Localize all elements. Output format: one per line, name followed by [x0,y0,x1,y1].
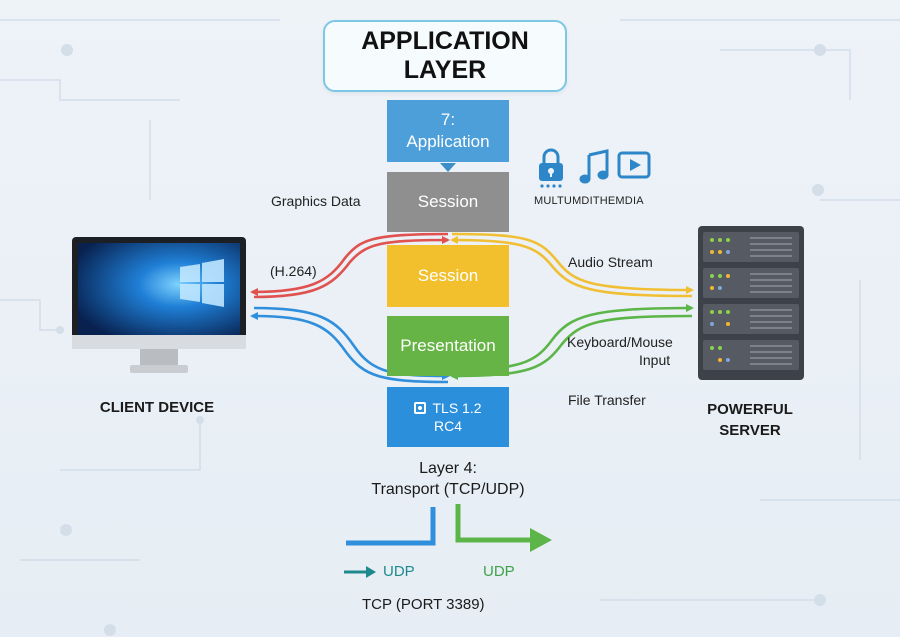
udp-label-left: UDP [383,563,415,580]
keyboard-mouse-input-label: Input [639,352,671,368]
down-arrow-icon [440,163,456,172]
tcp-port-label: TCP (PORT 3389) [362,596,485,613]
play-icon [617,151,651,179]
title-line-2: LAYER [403,56,487,84]
client-device-label: CLIENT DEVICE [99,399,215,416]
security-line-1: TLS 1.2 [432,400,482,416]
layer-security: TLS 1.2 RC4 [387,387,509,447]
monitor-icon [72,237,246,373]
title-box: APPLICATION LAYER [323,20,567,92]
transport-line-2: Transport (TCP/UDP) [371,481,525,498]
security-line-2: RC4 [433,418,462,434]
layer-application: 7: Application [387,100,509,162]
file-transfer-label: File Transfer [568,392,646,408]
layer-session-lower: Session [387,245,509,307]
server-label: POWERFUL SERVER [680,399,820,441]
layer-application-name: Application [406,132,490,151]
music-note-icon [579,149,609,184]
media-icons [539,148,651,188]
layer-application-number: 7: [440,110,456,129]
tls-icon [414,402,427,414]
layer-session-upper-label: Session [417,192,479,211]
layer-presentation-label: Presentation [400,336,496,355]
udp-label-right: UDP [483,563,515,580]
layer-presentation: Presentation [387,316,509,376]
audio-stream-label: Audio Stream [568,254,653,270]
lock-icon [542,148,560,163]
graphics-data-label: Graphics Data [271,193,361,209]
multimedia-label: MULTUMDITHEMDIA [534,195,644,207]
server-rack-icon [698,226,804,380]
layer-session-lower-label: Session [417,266,479,285]
title-line-1: APPLICATION [361,27,529,55]
keyboard-mouse-label: Keyboard/Mouse [567,334,673,350]
server-label-line-1: POWERFUL [707,401,793,418]
transport-line-1: Layer 4: [419,460,477,477]
layer-session-upper: Session [387,172,509,232]
h264-label: (H.264) [270,263,317,279]
transport-label: Layer 4: Transport (TCP/UDP) [338,458,558,500]
server-label-line-2: SERVER [719,422,781,439]
